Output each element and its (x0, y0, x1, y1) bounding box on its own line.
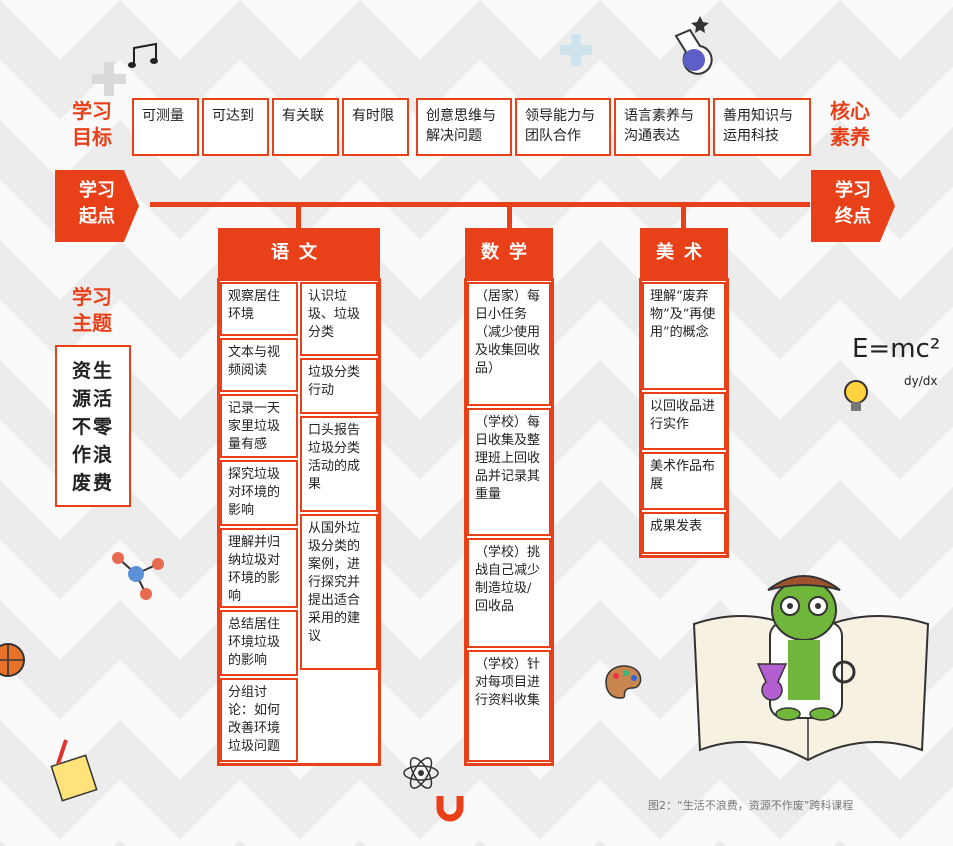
molecule-icon (112, 552, 164, 600)
goal-time-bound: 有时限 (342, 98, 409, 156)
art-item: 理解“废弃物”及“再使用”的概念 (642, 282, 726, 390)
connector-math (507, 204, 512, 228)
chinese-right-item: 口头报告垃圾分类活动的成果 (300, 416, 378, 512)
chinese-right-item: 从国外垃圾分类的案例，进行探究并提出适合采用的建议 (300, 514, 378, 670)
learning-start-arrow: 学习起点 (55, 170, 139, 242)
art-item: 成果发表 (642, 512, 726, 554)
learning-theme-box: 资生源活不零作浪废费 (55, 345, 131, 507)
lightbulb-icon (844, 380, 868, 411)
core-competencies-label: 核心素养 (830, 99, 870, 149)
chinese-left-item: 文本与视频阅读 (220, 338, 298, 392)
learning-goals-label: 学习目标 (72, 99, 112, 149)
learning-end-arrow: 学习终点 (811, 170, 895, 242)
figure-caption: 图2：“生活不浪费，资源不作废”跨科课程 (648, 799, 854, 812)
chinese-left-item: 观察居住环境 (220, 282, 298, 336)
chinese-left-item: 记录一天家里垃圾量有感 (220, 394, 298, 458)
subject-math-header: 数学 (465, 228, 553, 278)
chinese-right-item: 认识垃圾、垃圾分类 (300, 282, 378, 356)
connector-chinese (296, 204, 301, 228)
learning-theme-label: 学习主题 (72, 285, 112, 335)
competency-language: 语言素养与沟通表达 (614, 98, 710, 156)
math-item: （学校）挑战自己减少制造垃圾/回收品 (467, 538, 551, 648)
chinese-right-item: 垃圾分类行动 (300, 358, 378, 414)
goal-measurable: 可测量 (132, 98, 199, 156)
magnet-icon (436, 796, 464, 822)
competency-creative-thinking: 创意思维与解决问题 (416, 98, 512, 156)
derivative-text: dy/dx (904, 374, 938, 388)
goal-relevant: 有关联 (272, 98, 339, 156)
math-item: （学校）每日收集及整理班上回收品并记录其重量 (467, 408, 551, 536)
competency-technology: 善用知识与运用科技 (713, 98, 811, 156)
chinese-left-item: 探究垃圾对环境的影响 (220, 460, 298, 526)
music-notes-icon (128, 42, 158, 68)
chinese-left-item: 理解并归纳垃圾对环境的影响 (220, 528, 298, 608)
equation-text: E=mc² (852, 334, 941, 364)
art-item: 美术作品布展 (642, 452, 726, 510)
math-item: （居家）每日小任务（减少使用及收集回收品） (467, 282, 551, 406)
subject-art-header: 美术 (640, 228, 728, 278)
notepad-pencil-icon (50, 739, 98, 802)
art-item: 以回收品进行实作 (642, 392, 726, 450)
monster-scientist-illustration (692, 575, 930, 762)
subject-chinese-header: 语文 (218, 228, 380, 278)
basketball-icon (0, 643, 25, 677)
chinese-left-item: 总结居住环境垃圾的影响 (220, 610, 298, 676)
goal-achievable: 可达到 (202, 98, 269, 156)
paint-palette-icon (605, 665, 642, 699)
flask-icon (674, 16, 713, 75)
plus-icon (92, 62, 126, 96)
timeline-line (150, 202, 810, 207)
plus-icon (560, 34, 592, 66)
atom-icon (403, 757, 439, 789)
connector-art (681, 204, 686, 228)
competency-leadership: 领导能力与团队合作 (515, 98, 611, 156)
math-item: （学校）针对每项目进行资料收集 (467, 650, 551, 762)
chinese-left-item: 分组讨论：如何改善环境垃圾问题 (220, 678, 298, 762)
